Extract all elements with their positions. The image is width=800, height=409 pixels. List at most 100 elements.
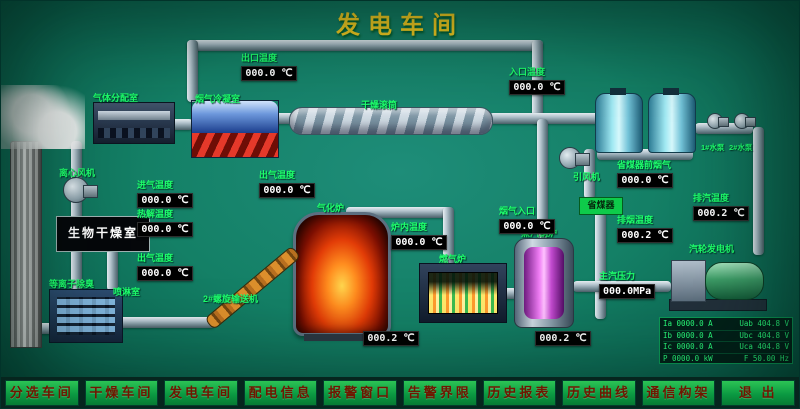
gauge-gas-furnace-temp: 000.2 ℃ <box>363 331 419 346</box>
table-cell: Uca 404.8 V <box>739 342 789 351</box>
label-pump-2: 2#水泵 <box>729 143 753 152</box>
label-gas-distribution: 气体分配室 <box>93 93 139 103</box>
gauge-label: 排烟温度 <box>617 215 654 225</box>
pipe-segment <box>595 211 606 319</box>
menu-button-alarm-window[interactable]: 报警窗口 <box>323 379 397 406</box>
steam-boiler <box>514 238 574 328</box>
gauge-boiler-temp: 000.2 ℃ <box>535 331 591 346</box>
label-condenser: 烟气冷凝室 <box>195 94 241 104</box>
pipe-segment <box>187 40 198 102</box>
chimney-smoke <box>1 85 85 149</box>
gauge-label: 出气温度 <box>137 253 174 263</box>
pipe-segment <box>597 149 693 160</box>
gauge-in-air-temp: 进气温度 000.0 ℃ <box>137 178 193 208</box>
pipe-segment <box>443 207 454 265</box>
gauge-value: 000.0 ℃ <box>137 193 193 208</box>
label-plasma-deodor: 等离子除臭 <box>49 279 95 289</box>
gauge-inlet-temp: 入口温度 000.0 ℃ <box>509 65 565 95</box>
label-drying-drum: 干燥滚筒 <box>361 100 398 110</box>
page-title: 发电车间 <box>336 12 464 39</box>
pipe-segment <box>271 113 295 124</box>
label-induced-fan: 引风机 <box>573 172 601 182</box>
pipe-segment <box>537 119 548 239</box>
condenser-bottom <box>192 133 278 157</box>
label-spray-room: 喷淋室 <box>113 287 141 297</box>
menu-bar: 分选车间 干燥车间 发电车间 配电信息 报警窗口 告警界限 历史报表 历史曲线 … <box>1 377 799 408</box>
gauge-label: 炉内温度 <box>391 222 428 232</box>
gauge-label: 出气温度 <box>259 170 296 180</box>
gauge-label: 烟气入口 <box>499 206 536 216</box>
pipe-segment <box>695 123 753 134</box>
water-pump-1-icon <box>707 113 729 129</box>
spray-room <box>49 289 123 343</box>
gauge-value: 000.0 ℃ <box>499 219 555 234</box>
induced-fan-icon <box>559 147 590 169</box>
table-cell: Ubc 404.8 V <box>739 330 789 340</box>
gauge-label: 出口温度 <box>241 53 278 63</box>
pipe-segment <box>187 40 543 51</box>
label-gasifier: 气化炉 <box>317 203 345 213</box>
gas-distribution-room <box>93 102 175 144</box>
generator-data-table: Ia 0000.0 A Uab 404.8 V Ib 0000.0 A Ubc … <box>659 317 793 364</box>
pipe-segment <box>503 288 517 299</box>
pipe-segment <box>584 149 595 199</box>
gauge-label: 入口温度 <box>509 67 546 77</box>
table-cell: F 50.00 Hz <box>743 353 789 363</box>
table-row: P 0000.0 kW F 50.00 Hz <box>663 354 789 365</box>
pipe-segment <box>489 113 599 124</box>
turbine-generator <box>669 253 767 311</box>
gauge-label: 省煤器前烟气 <box>617 160 672 170</box>
gauge-value: 000.0 ℃ <box>259 183 315 198</box>
menu-button-exit[interactable]: 退 出 <box>721 379 795 406</box>
gauge-label: 热解温度 <box>137 209 174 219</box>
menu-button-alarm-limits[interactable]: 告警界限 <box>402 379 477 406</box>
menu-button-history-curve[interactable]: 历史曲线 <box>562 379 636 406</box>
steam-boiler-core <box>524 247 564 319</box>
economizer: 省煤器 <box>579 197 623 215</box>
table-cell: Ia 0000.0 A <box>663 319 713 328</box>
menu-button-history-report[interactable]: 历史报表 <box>482 379 557 406</box>
centrifugal-fan-icon <box>63 177 98 203</box>
fan-motor <box>83 185 98 198</box>
table-cell: P 0000.0 kW <box>663 353 713 363</box>
gauge-value: 000.2 ℃ <box>693 206 749 221</box>
menu-button-sorting-workshop[interactable]: 分选车间 <box>5 379 79 406</box>
pipe-segment <box>107 249 118 291</box>
menu-button-drying-workshop[interactable]: 干燥车间 <box>84 379 159 406</box>
gauge-value: 000.2 ℃ <box>617 228 673 243</box>
gauge-label: 主汽压力 <box>599 271 636 281</box>
gauge-furnace-temp: 炉内温度 000.0 ℃ <box>391 220 447 250</box>
gauge-out-air-temp-top: 出气温度 000.0 ℃ <box>259 168 315 198</box>
menu-button-power-distribution[interactable]: 配电信息 <box>243 379 318 406</box>
label-gas-furnace: 燃气炉 <box>439 254 467 264</box>
water-pump-2-icon <box>734 113 756 129</box>
gauge-steam-exhaust: 排汽温度 000.2 ℃ <box>693 191 749 221</box>
gauge-value: 000.0 ℃ <box>137 266 193 281</box>
drying-drum <box>289 107 493 135</box>
menu-button-comm-structure[interactable]: 通信构架 <box>641 379 716 406</box>
gauge-value: 000.0 ℃ <box>137 222 193 237</box>
label-turbine: 汽轮发电机 <box>689 244 735 254</box>
pipe-segment <box>171 119 193 130</box>
gauge-value: 000.0 ℃ <box>617 173 673 188</box>
table-cell: Ic 0000.0 A <box>663 342 713 351</box>
gauge-eco-before: 省煤器前烟气 000.0 ℃ <box>617 158 673 188</box>
chimney <box>10 141 42 348</box>
table-row: Ib 0000.0 A Ubc 404.8 V <box>663 330 789 342</box>
gauge-outlet-temp: 出口温度 000.0 ℃ <box>241 51 297 81</box>
screw-conveyor <box>204 245 302 331</box>
table-row: Ic 0000.0 A Uca 404.8 V <box>663 342 789 354</box>
label-screw-conveyor: 2#螺旋输送机 <box>203 294 259 304</box>
table-cell: Ib 0000.0 A <box>663 330 713 340</box>
gauge-value: 000.0MPa <box>599 284 655 299</box>
menu-button-power-workshop[interactable]: 发电车间 <box>164 379 238 406</box>
condenser-top <box>192 101 278 134</box>
flue-gas-condenser <box>191 100 279 158</box>
gauge-value: 000.0 ℃ <box>391 235 447 250</box>
gasifier-vessel <box>293 212 391 341</box>
water-tank-1 <box>595 88 643 153</box>
turbine-body <box>671 260 706 302</box>
gauge-value: 000.2 ℃ <box>535 331 591 346</box>
pipe-segment <box>119 317 215 328</box>
